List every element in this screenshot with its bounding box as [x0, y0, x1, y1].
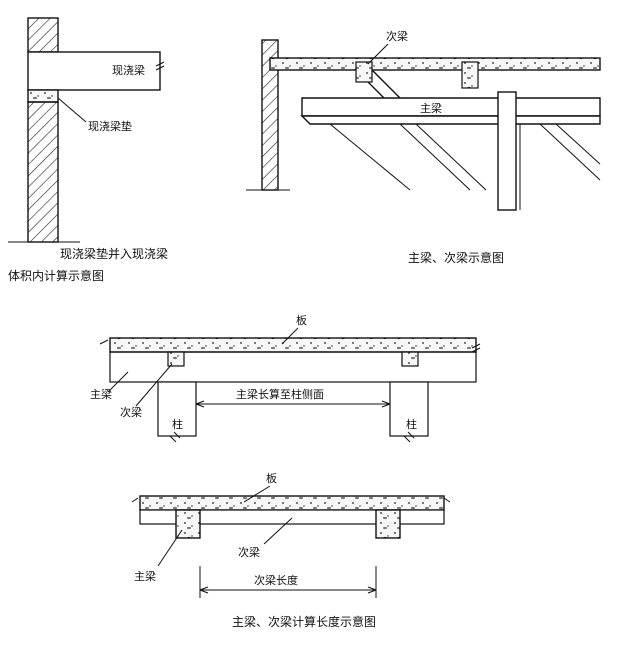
floor-slab: [269, 57, 601, 71]
main-beam-leader-3: [107, 371, 129, 393]
lower-wall: [27, 101, 59, 243]
diagram2-caption: 主梁、次梁示意图: [408, 250, 504, 265]
secondary-beam-4: [139, 509, 445, 525]
secondary-beam-label-3: 次梁: [120, 405, 142, 419]
main-beam-label-3: 主梁: [90, 387, 112, 401]
diagram-main-beam-length: 主梁长算至柱侧面 板 主梁 次梁 柱 柱: [90, 313, 481, 443]
beam-label: 现浇梁: [112, 63, 145, 77]
column-break-marks: [169, 431, 415, 443]
slab-break-right: [471, 338, 481, 354]
diagram-secondary-beam-length: 次梁长度 板 次梁 主梁 主梁、次梁计算长度示意图: [131, 471, 451, 629]
main-beam-3: [109, 351, 477, 383]
diagram-beam-pad: 现浇梁 现浇梁垫 现浇梁垫并入现浇梁 体积内计算示意图: [8, 17, 168, 283]
slab-3: [109, 337, 477, 353]
upper-wall: [27, 17, 59, 53]
perspective-line-5: [555, 123, 601, 165]
dim-arrows-4: [199, 586, 377, 594]
secondary-beam-leader-3: [135, 363, 173, 407]
cast-in-place-beam: [27, 51, 161, 91]
column: [497, 91, 517, 211]
column-label-right: 柱: [406, 417, 417, 431]
slab-break-left: [99, 339, 109, 345]
secondary-beam-section: [355, 61, 373, 83]
pad-leader-line: [57, 97, 87, 123]
main-beam-leader-4: [157, 529, 183, 567]
diagram1-caption-line1: 现浇梁垫并入现浇梁: [60, 246, 168, 261]
slab-leader-4: [243, 485, 271, 503]
secondary-beam-label-4: 次梁: [238, 545, 260, 559]
perspective-line-4: [539, 123, 601, 181]
slab-label-4: 板: [266, 471, 277, 485]
column-right: [389, 381, 429, 437]
main-beam-bottom: [300, 115, 601, 125]
main-beam-label-4: 主梁: [134, 569, 156, 583]
secondary-beam-stub-left: [167, 351, 185, 367]
main-beam-face: [301, 97, 601, 117]
secondary-beam-section-2: [461, 61, 479, 89]
main-beam-section-right: [375, 509, 401, 539]
perspective-line-3: [415, 123, 487, 191]
diagram4-caption: 主梁、次梁计算长度示意图: [232, 614, 376, 629]
column-label-left: 柱: [172, 417, 183, 431]
perspective-line-2: [399, 123, 471, 191]
dim-arrows-3: [195, 400, 391, 408]
dim-label-3: 主梁长算至柱侧面: [236, 387, 324, 401]
slab-leader-3: [281, 327, 299, 345]
beam-break-mark: [155, 52, 165, 90]
slab-4-breaks: [131, 497, 451, 503]
secondary-beam-leader: [367, 43, 389, 65]
beam-pad: [27, 89, 59, 103]
pad-label: 现浇梁垫: [88, 119, 132, 133]
slab-4: [139, 495, 445, 511]
main-beam-label: 主梁: [420, 101, 442, 115]
secondary-beam-leader-4: [263, 517, 293, 545]
perspective-line-1: [329, 123, 411, 191]
column-left: [157, 381, 197, 437]
diagram1-caption-line2: 体积内计算示意图: [8, 268, 104, 283]
secondary-beam-stub-right: [401, 351, 419, 367]
diagram-main-secondary-beam: 次梁 主梁 主梁、次梁示意图: [246, 29, 601, 265]
slab-label-3: 板: [296, 313, 307, 327]
dim-label-4: 次梁长度: [254, 573, 298, 587]
secondary-beam-label: 次梁: [386, 29, 408, 43]
